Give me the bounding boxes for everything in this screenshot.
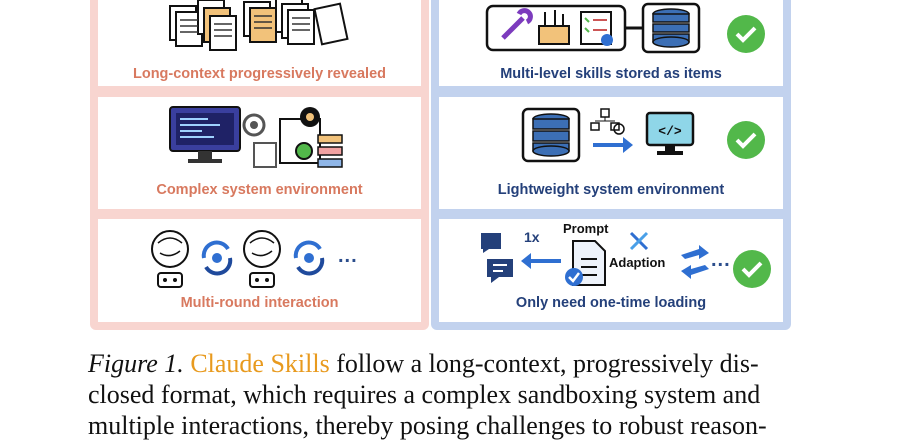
- document-check-icon: [563, 239, 607, 292]
- check-icon: [727, 15, 765, 53]
- right-caption-2: Lightweight system environment: [497, 182, 725, 198]
- times-label: 1x: [524, 229, 540, 245]
- right-ellipsis: ...: [711, 249, 731, 271]
- left-panel: Long-context progressively revealed Comp…: [90, 0, 429, 330]
- tools-small-icon: [627, 231, 651, 258]
- documents-icon: [168, 0, 353, 63]
- left-cell-2: Complex system environment: [98, 97, 421, 209]
- prompt-label: Prompt: [563, 221, 609, 236]
- refresh-icon: [290, 239, 328, 282]
- caption-line-1: Figure 1. Claude Skills follow a long-co…: [88, 348, 808, 379]
- arrow-left-icon: [519, 253, 563, 274]
- left-caption-3: Multi-round interaction: [180, 295, 339, 311]
- check-icon: [733, 250, 771, 288]
- caption-highlight-link[interactable]: Claude Skills: [190, 349, 330, 378]
- right-cell-2: </> Lightweight system environment: [439, 97, 783, 209]
- check-icon: [727, 121, 765, 159]
- right-cell-3: 1x Prompt Adaption: [439, 219, 783, 322]
- left-ellipsis: ...: [338, 245, 358, 267]
- caption-text-1: follow a long-context, progressively dis…: [329, 349, 759, 378]
- figure-label: Figure 1.: [88, 349, 184, 378]
- left-cell-1: Long-context progressively revealed: [98, 0, 421, 86]
- figure-caption: Figure 1. Claude Skills follow a long-co…: [88, 348, 808, 441]
- refresh-icon: [198, 239, 236, 282]
- code-monitor-icon: </>: [645, 111, 695, 164]
- right-cell-1: Multi-level skills stored as items: [439, 0, 783, 86]
- left-caption-2: Complex system environment: [156, 182, 363, 198]
- caption-line-3: multiple interactions, thereby posing ch…: [88, 411, 767, 440]
- chat-icon: [477, 231, 521, 290]
- right-caption-3: Only need one-time loading: [515, 295, 707, 311]
- double-arrow-icon: [679, 243, 711, 286]
- computer-system-icon: [168, 105, 348, 180]
- tools-icon: [485, 2, 715, 59]
- database-icon: [521, 107, 581, 168]
- arrow-right-icon: [589, 107, 639, 162]
- left-cell-3: ... Multi-round interaction: [98, 219, 421, 322]
- right-caption-1: Multi-level skills stored as items: [500, 66, 722, 82]
- caption-line-2: closed format, which requires a complex …: [88, 380, 761, 409]
- right-panel: Multi-level skills stored as items: [431, 0, 791, 330]
- adaption-label: Adaption: [609, 255, 666, 270]
- svg-text:</>: </>: [658, 124, 682, 139]
- brain-robot-icon: [148, 229, 194, 294]
- left-caption-1: Long-context progressively revealed: [132, 66, 387, 82]
- brain-robot-icon: [240, 229, 286, 294]
